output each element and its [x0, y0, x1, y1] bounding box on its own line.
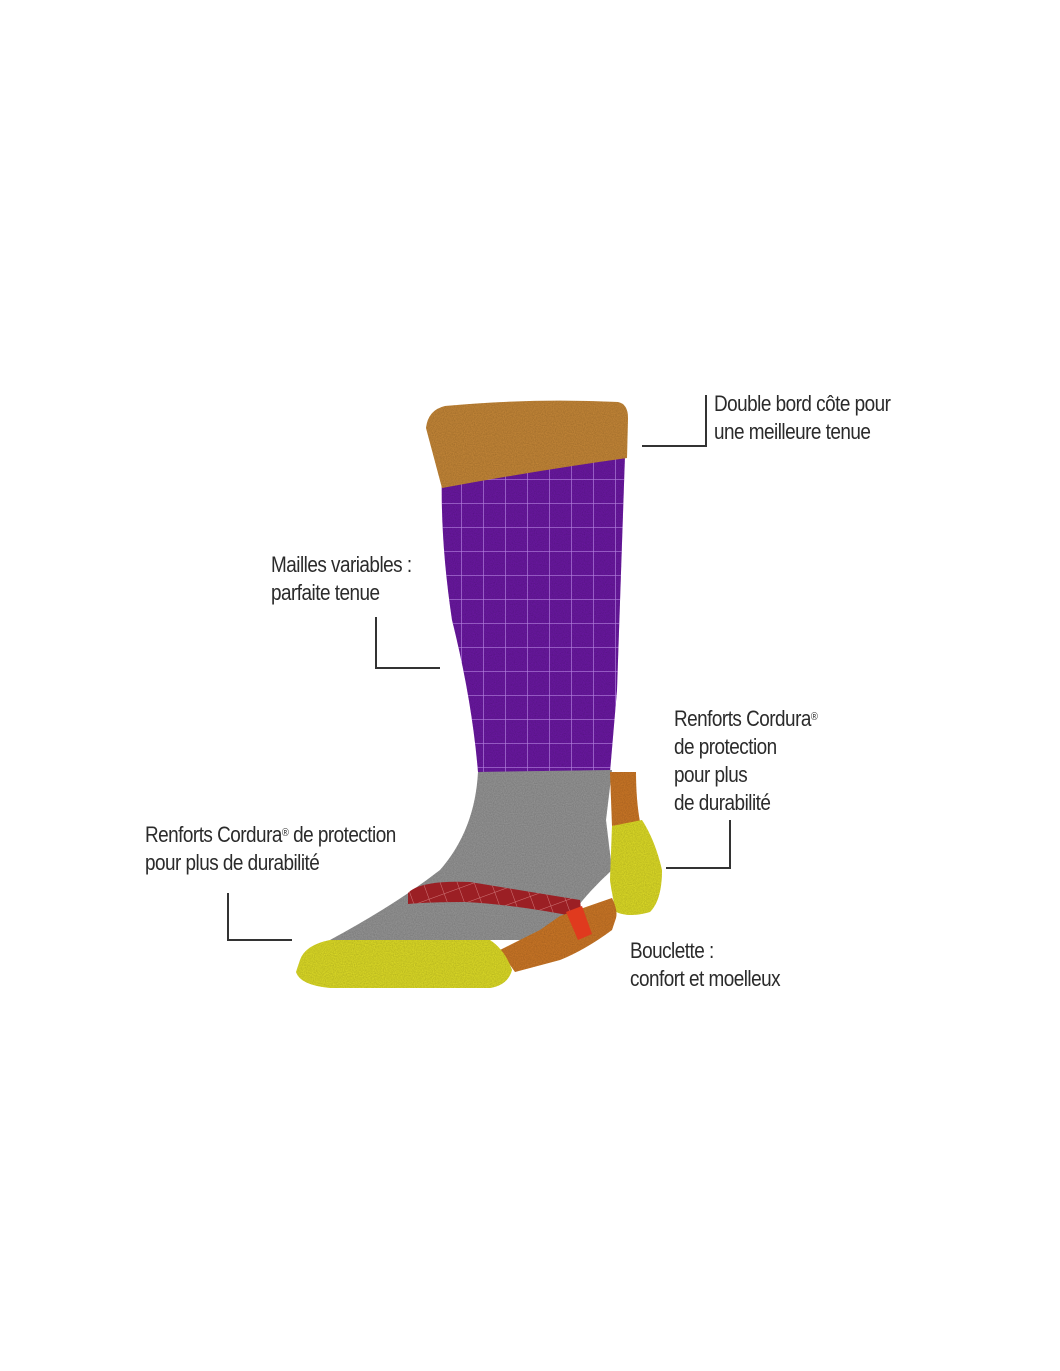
callout-heel: Renforts Cordura® de protection pour plu…	[674, 705, 818, 817]
callout-leg-line1: Mailles variables :	[271, 552, 412, 577]
callout-sole-line1: Bouclette :	[630, 938, 714, 963]
sole-cordura-panel	[500, 898, 617, 972]
callout-cuff-line2: une meilleure tenue	[714, 419, 871, 444]
callout-leg: Mailles variables : parfaite tenue	[271, 551, 412, 607]
leader-lines	[227, 395, 731, 941]
callout-sole-line2: confort et moelleux	[630, 966, 781, 991]
callout-heel-line4: de durabilité	[674, 790, 771, 815]
callout-toe-line2: pour plus de durabilité	[145, 850, 320, 875]
toe-panel	[296, 940, 512, 988]
callout-cuff: Double bord côte pour une meilleure tenu…	[714, 390, 891, 446]
registered-mark: ®	[281, 827, 289, 839]
callout-sole: Bouclette : confort et moelleux	[630, 937, 781, 993]
heel-cordura-panel	[610, 772, 640, 826]
leg-panel	[441, 455, 625, 772]
callout-heel-line2: de protection	[674, 734, 777, 759]
registered-mark: ®	[810, 711, 818, 723]
callout-heel-line3: pour plus	[674, 762, 748, 787]
callout-leg-line2: parfaite tenue	[271, 580, 380, 605]
red-accent	[566, 906, 592, 940]
callout-toe-line1: Renforts Cordura® de protection	[145, 822, 396, 847]
heel-panel	[610, 820, 662, 915]
callout-toe: Renforts Cordura® de protection pour plu…	[145, 821, 396, 877]
callout-heel-line1: Renforts Cordura®	[674, 706, 818, 731]
callout-cuff-line1: Double bord côte pour	[714, 391, 891, 416]
cuff-panel	[426, 400, 628, 488]
